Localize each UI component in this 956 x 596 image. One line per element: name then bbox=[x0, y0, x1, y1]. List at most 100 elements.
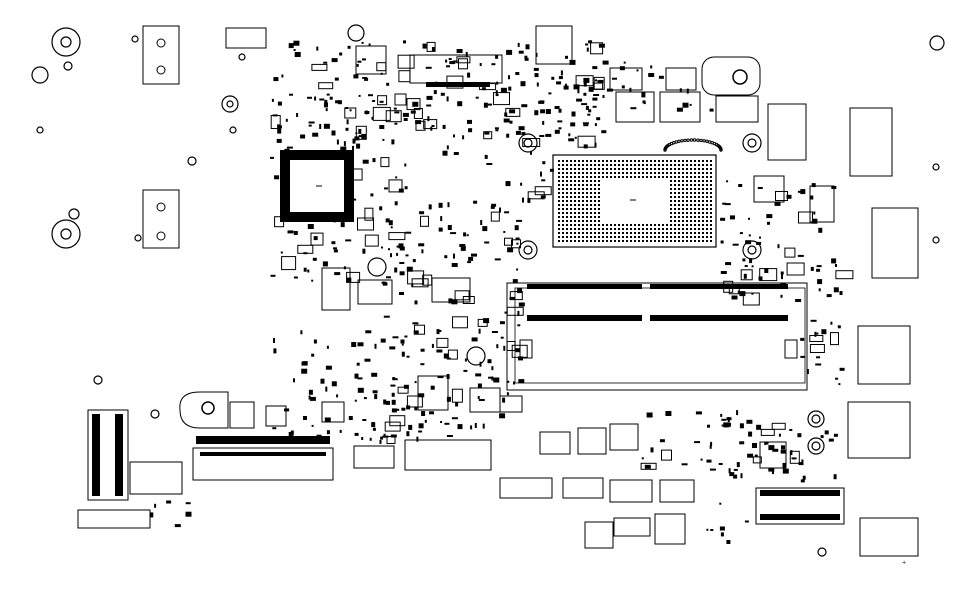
bga-ball bbox=[686, 196, 688, 198]
passive-component bbox=[185, 502, 191, 505]
passive-component bbox=[748, 217, 750, 220]
ic-outline bbox=[786, 262, 805, 276]
bga-ball bbox=[666, 224, 668, 226]
bga-ball bbox=[558, 192, 560, 194]
via-dot bbox=[674, 140, 678, 144]
bga-ball bbox=[674, 228, 676, 230]
passive-component bbox=[418, 393, 425, 398]
bga-ball bbox=[634, 168, 636, 170]
passive-component bbox=[612, 77, 617, 80]
bga-ball bbox=[558, 220, 560, 222]
bga-ball bbox=[690, 220, 692, 222]
bga-ball bbox=[710, 232, 712, 234]
passive-component bbox=[401, 407, 406, 411]
passive-component bbox=[430, 385, 435, 390]
bga-ball bbox=[698, 228, 700, 230]
bga-ball bbox=[638, 172, 640, 174]
bga-ball bbox=[642, 240, 644, 242]
passive-component bbox=[517, 310, 520, 316]
passive-component bbox=[484, 131, 490, 135]
bga-ball bbox=[686, 204, 688, 206]
bga-ball bbox=[710, 216, 712, 218]
small-connectors-bottom bbox=[225, 25, 835, 549]
bga-ball bbox=[706, 164, 708, 166]
ic-outline bbox=[411, 278, 429, 288]
passive-component bbox=[777, 244, 780, 249]
passive-component bbox=[385, 218, 390, 223]
passive-component bbox=[839, 291, 843, 295]
passive-component bbox=[320, 378, 325, 384]
bga-ball bbox=[562, 216, 564, 218]
bga-ball bbox=[674, 160, 676, 162]
passive-component bbox=[403, 384, 409, 389]
bga-ball bbox=[566, 200, 568, 202]
passive-component bbox=[491, 203, 497, 207]
mounting-hole bbox=[347, 24, 365, 42]
bga-ball bbox=[622, 160, 624, 162]
passive-component bbox=[309, 396, 316, 401]
passive-component bbox=[436, 349, 443, 353]
bga-ball bbox=[698, 184, 700, 186]
mounting-hole bbox=[747, 138, 757, 148]
bga-ball bbox=[674, 236, 676, 238]
bga-ball bbox=[690, 216, 692, 218]
passive-component bbox=[303, 252, 308, 255]
passive-component bbox=[325, 365, 332, 370]
passive-component bbox=[446, 96, 449, 102]
bga-ball bbox=[686, 188, 688, 190]
passive-component bbox=[524, 55, 528, 59]
passive-component bbox=[758, 276, 763, 281]
passive-component bbox=[720, 240, 724, 244]
passive-component bbox=[774, 201, 781, 206]
bga-ball bbox=[674, 224, 676, 226]
via-dot bbox=[677, 139, 681, 144]
bga-ball bbox=[682, 208, 684, 210]
bga-ball bbox=[706, 232, 708, 234]
passive-component bbox=[307, 224, 314, 229]
passive-component bbox=[565, 55, 568, 59]
passive-component bbox=[576, 98, 583, 102]
passive-component bbox=[446, 145, 449, 150]
bga-ball bbox=[690, 160, 692, 162]
passive-component bbox=[396, 245, 400, 248]
bga-ball bbox=[678, 188, 680, 190]
bga-ball bbox=[610, 228, 612, 230]
bga-ball bbox=[570, 196, 572, 198]
via-dot bbox=[699, 138, 703, 143]
passive-component bbox=[277, 124, 281, 130]
passive-component bbox=[706, 528, 709, 531]
bga-ball bbox=[642, 176, 644, 178]
bga-ball bbox=[574, 164, 576, 166]
passive-component bbox=[406, 355, 410, 358]
bga-ball bbox=[570, 184, 572, 186]
ic-outline bbox=[456, 56, 471, 64]
bga-ball bbox=[614, 172, 616, 174]
bga-ball bbox=[578, 208, 580, 210]
bga-ball bbox=[590, 188, 592, 190]
ic-outline bbox=[376, 62, 387, 72]
bga-ball bbox=[674, 184, 676, 186]
bga-ball bbox=[578, 184, 580, 186]
passive-component bbox=[499, 413, 506, 419]
bga-ball bbox=[710, 196, 712, 198]
bga-ball bbox=[710, 200, 712, 202]
bga-ball bbox=[694, 172, 696, 174]
bga-ball bbox=[570, 220, 572, 222]
bga-ball bbox=[594, 220, 596, 222]
bga-ball bbox=[662, 164, 664, 166]
bga-ball bbox=[590, 204, 592, 206]
passive-component bbox=[358, 135, 365, 138]
passive-component bbox=[818, 288, 821, 292]
passive-component bbox=[356, 143, 361, 149]
bga-ball bbox=[590, 168, 592, 170]
bga-ball bbox=[570, 232, 572, 234]
bga-ball bbox=[594, 240, 596, 242]
bga-ball bbox=[578, 232, 580, 234]
passive-component bbox=[475, 96, 479, 99]
bga-ball bbox=[674, 208, 676, 210]
passive-component bbox=[361, 437, 364, 440]
ic-outline bbox=[380, 157, 390, 168]
bga-ball bbox=[682, 184, 684, 186]
passive-component bbox=[422, 43, 427, 49]
